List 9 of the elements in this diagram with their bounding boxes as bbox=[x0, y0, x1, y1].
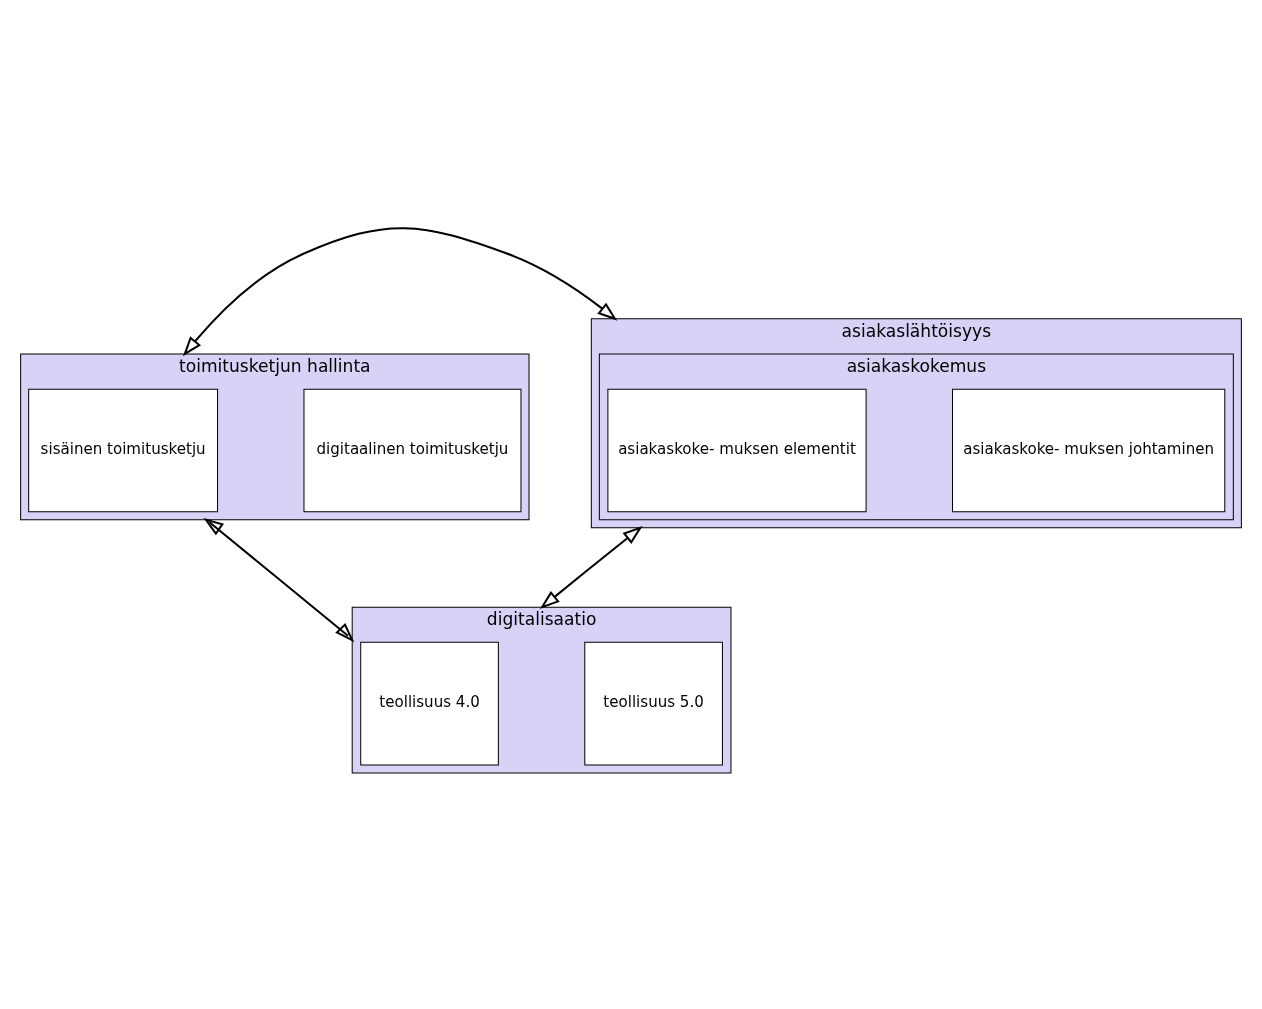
arrow bbox=[203, 518, 355, 643]
node-box: teollisuus 5.0 bbox=[584, 641, 723, 766]
arrow bbox=[182, 227, 618, 357]
node-box: teollisuus 4.0 bbox=[360, 641, 499, 766]
node-box: asiakaskoke- muksen johtaminen bbox=[952, 388, 1226, 513]
arrow bbox=[539, 525, 643, 610]
node-box: asiakaskoke- muksen elementit bbox=[607, 388, 867, 513]
node-box: sisäinen toimitusketju bbox=[28, 388, 219, 513]
node-box: digitaalinen toimitusketju bbox=[303, 388, 522, 513]
